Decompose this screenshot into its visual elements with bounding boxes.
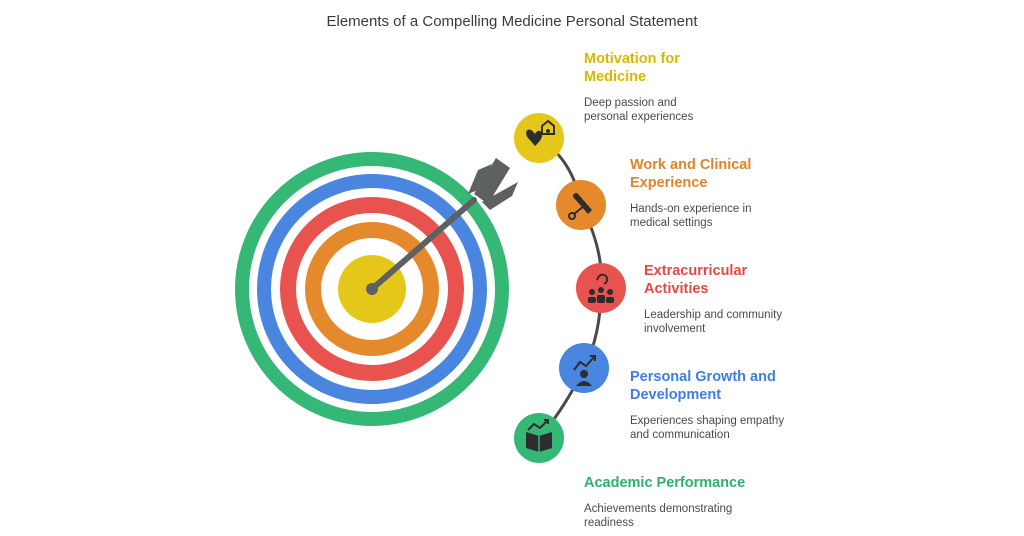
item-clinical-experience: Work and Clinical Experience Hands-on ex… — [630, 156, 830, 230]
item-description: Experiences shaping empathy and communic… — [630, 415, 785, 441]
step-circle-academic — [514, 413, 564, 463]
item-motivation: Motivation for Medicine Deep passion and… — [584, 50, 784, 124]
item-academic: Academic Performance Achievements demons… — [584, 474, 784, 530]
target-ring-green — [235, 152, 509, 426]
step-circle-growth — [559, 343, 609, 393]
step-circle-motivation — [514, 113, 564, 163]
item-extracurricular: Extracurricular Activities Leadership an… — [644, 262, 844, 336]
page-title: Elements of a Compelling Medicine Person… — [326, 13, 698, 30]
heart-hands-icon — [526, 119, 555, 146]
target-ring-blue — [257, 174, 487, 404]
item-description: Hands-on experience in medical settings — [630, 203, 752, 229]
item-title: Motivation for Medicine — [584, 51, 680, 85]
step-circle-extracurricular — [576, 263, 626, 313]
item-description: Deep passion and personal experiences — [584, 97, 694, 123]
target — [235, 152, 509, 426]
arrow-icon — [366, 158, 518, 295]
item-personal-growth: Personal Growth and Development Experien… — [630, 368, 830, 442]
item-title: Personal Growth and Development — [630, 369, 776, 403]
item-description: Leadership and community involvement — [644, 309, 783, 335]
growth-person-icon — [573, 355, 596, 386]
stethoscope-icon — [568, 193, 592, 220]
target-ring-orange — [305, 222, 439, 356]
step-circle-clinical — [556, 180, 606, 230]
item-description: Achievements demonstrating readiness — [584, 503, 733, 529]
item-title: Academic Performance — [584, 475, 746, 491]
book-chart-icon — [526, 419, 552, 452]
group-icon — [588, 273, 614, 303]
item-title: Work and Clinical Experience — [630, 157, 752, 191]
target-ring-red — [280, 197, 464, 381]
item-title: Extracurricular Activities — [644, 263, 748, 297]
